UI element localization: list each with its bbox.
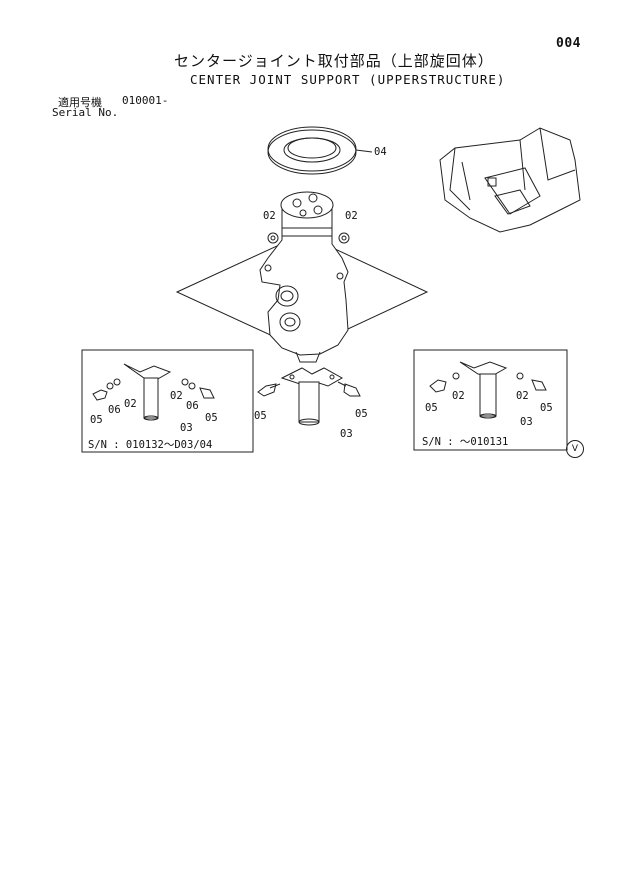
serial-value: 010001- [122,94,169,107]
inset-left-callout-02a: 02 [124,398,137,410]
mounting-plane [175,233,429,351]
inset-right-parts [429,361,547,419]
inset-right-callout-03: 03 [520,416,533,428]
revision-mark: V [566,440,584,458]
callout-05-right: 05 [355,408,368,420]
inset-right-callout-05b: 05 [540,402,553,414]
title-english: CENTER JOINT SUPPORT (UPPERSTRUCTURE) [190,72,506,87]
inset-left-callout-06b: 06 [186,400,199,412]
seal-ring-04 [267,126,373,175]
inset-left-callout-03: 03 [180,422,193,434]
center-joint-body [259,191,349,363]
inset-right-callout-02a: 02 [452,390,465,402]
washer-02-right [338,232,350,244]
callout-02-left: 02 [263,210,276,222]
serial-label-en: Serial No. [52,106,119,119]
callout-03: 03 [340,428,353,440]
washer-02-left [267,232,279,244]
inset-right-callout-05a: 05 [425,402,438,414]
support-bracket-03 [280,367,344,426]
bolt-05-left [257,383,281,397]
serial-label-ja: 適用号機 [58,96,102,109]
inset-left-callout-06a: 06 [108,404,121,416]
inset-right-callout-02b: 02 [516,390,529,402]
inset-left-callout-05a: 05 [90,414,103,426]
callout-05-left: 05 [254,410,267,422]
inset-box-right [413,349,568,451]
inset-left-serial: S/N : 010132～D03/04 [88,439,213,451]
inset-left-callout-02b: 02 [170,390,183,402]
inset-left-parts [92,363,215,421]
inset-left-callout-05b: 05 [205,412,218,424]
machine-thumbnail [439,127,581,233]
callout-04: 04 [374,146,387,158]
inset-box-left [81,349,254,453]
inset-right-serial: S/N : ～010131 [422,436,509,448]
title-japanese: センタージョイント取付部品（上部旋回体） [174,52,494,70]
page-number: 004 [556,36,581,51]
bolt-05-right [337,381,361,397]
callout-02-right: 02 [345,210,358,222]
